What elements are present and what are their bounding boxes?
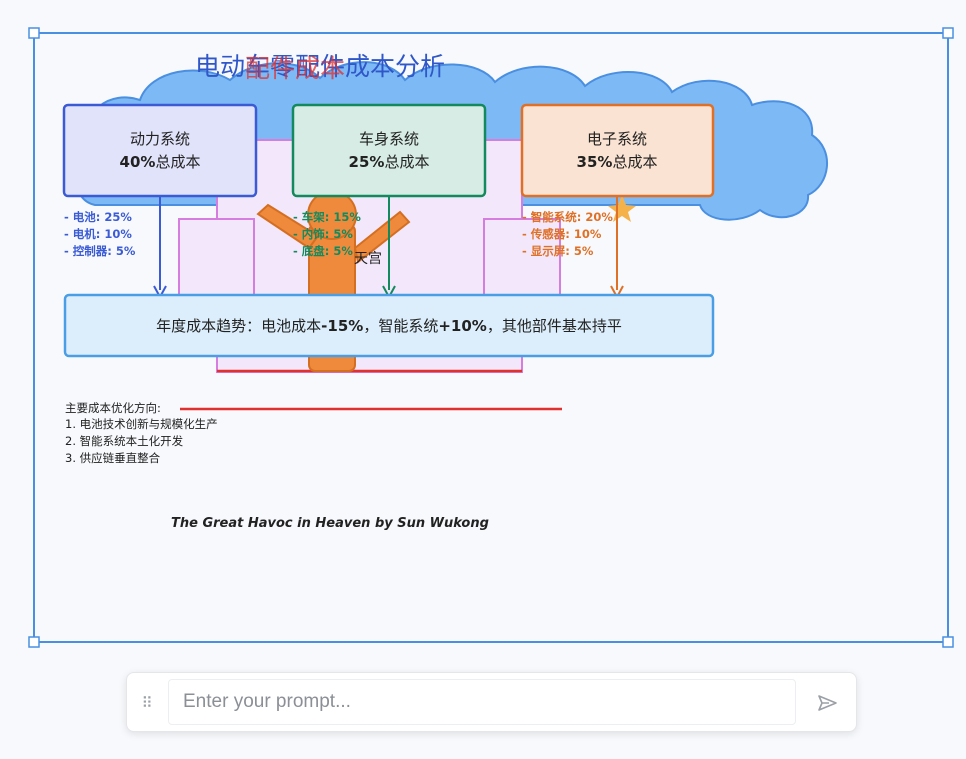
arrow-power	[153, 196, 167, 300]
resize-handle-bottom-right[interactable]	[942, 636, 954, 648]
notes-item: 3. 供应链垂直整合	[65, 451, 161, 465]
power-system-box[interactable]: 动力系统 40%总成本	[62, 103, 258, 198]
prompt-bar: ⠿	[126, 672, 857, 732]
send-button[interactable]	[811, 687, 843, 719]
trend-box[interactable]: 年度成本趋势：电池成本-15%，智能系统+10%，其他部件基本持平	[63, 293, 715, 358]
bullet-item: - 显示屏: 5%	[522, 244, 594, 258]
notes-item: 2. 智能系统本土化开发	[65, 434, 184, 448]
electronic-system-box[interactable]: 电子系统 35%总成本	[520, 103, 715, 198]
trend-text: 年度成本趋势：电池成本-15%，智能系统+10%，其他部件基本持平	[156, 317, 622, 335]
electronic-system-title: 电子系统	[587, 130, 647, 148]
bullet-item: - 车架: 15%	[293, 210, 361, 224]
bullet-item: - 控制器: 5%	[64, 244, 136, 258]
diagram-title: 电动车零配件成本分析	[195, 52, 445, 81]
bullet-item: - 底盘: 5%	[293, 244, 353, 258]
title-overlay: 配件成本	[245, 54, 345, 83]
selection-frame[interactable]	[28, 27, 954, 648]
bullet-item: - 电池: 25%	[64, 210, 132, 224]
bullet-item: - 电机: 10%	[64, 227, 132, 241]
notes-item: 1. 电池技术创新与规模化生产	[65, 417, 218, 431]
electronic-system-share: 35%总成本	[577, 153, 658, 171]
notes-heading: 主要成本优化方向:	[65, 401, 161, 415]
body-system-title: 车身系统	[359, 130, 419, 148]
star-icon	[608, 195, 636, 222]
send-icon	[818, 695, 837, 711]
bullet-item: - 内饰: 5%	[293, 227, 353, 241]
electronic-bullets: - 智能系统: 20% - 传感器: 10% - 显示屏: 5%	[522, 210, 613, 258]
resize-handle-top-right[interactable]	[942, 27, 954, 39]
bullet-item: - 智能系统: 20%	[522, 210, 613, 224]
notes-block[interactable]: 主要成本优化方向: 1. 电池技术创新与规模化生产 2. 智能系统本土化开发 3…	[65, 401, 218, 465]
power-system-title: 动力系统	[130, 130, 190, 148]
bullet-item: - 传感器: 10%	[522, 227, 602, 241]
stray-label: 天宫	[354, 251, 382, 267]
resize-handle-top-left[interactable]	[28, 27, 40, 39]
prompt-input[interactable]	[168, 679, 796, 725]
power-system-share: 40%总成本	[120, 153, 201, 171]
body-system-box[interactable]: 车身系统 25%总成本	[291, 103, 487, 198]
diagram-canvas[interactable]: 电动车零配件成本分析 配件成本 动力系统 40%总成本 车身系统 25%总成本 …	[0, 0, 966, 660]
resize-handle-bottom-left[interactable]	[28, 636, 40, 648]
power-bullets: - 电池: 25% - 电机: 10% - 控制器: 5%	[64, 210, 136, 258]
signature-text: The Great Havoc in Heaven by Sun Wukong	[171, 516, 489, 531]
body-system-share: 25%总成本	[349, 153, 430, 171]
drag-handle-icon[interactable]: ⠿	[141, 694, 153, 712]
body-bullets: - 车架: 15% - 内饰: 5% - 底盘: 5%	[293, 210, 361, 258]
